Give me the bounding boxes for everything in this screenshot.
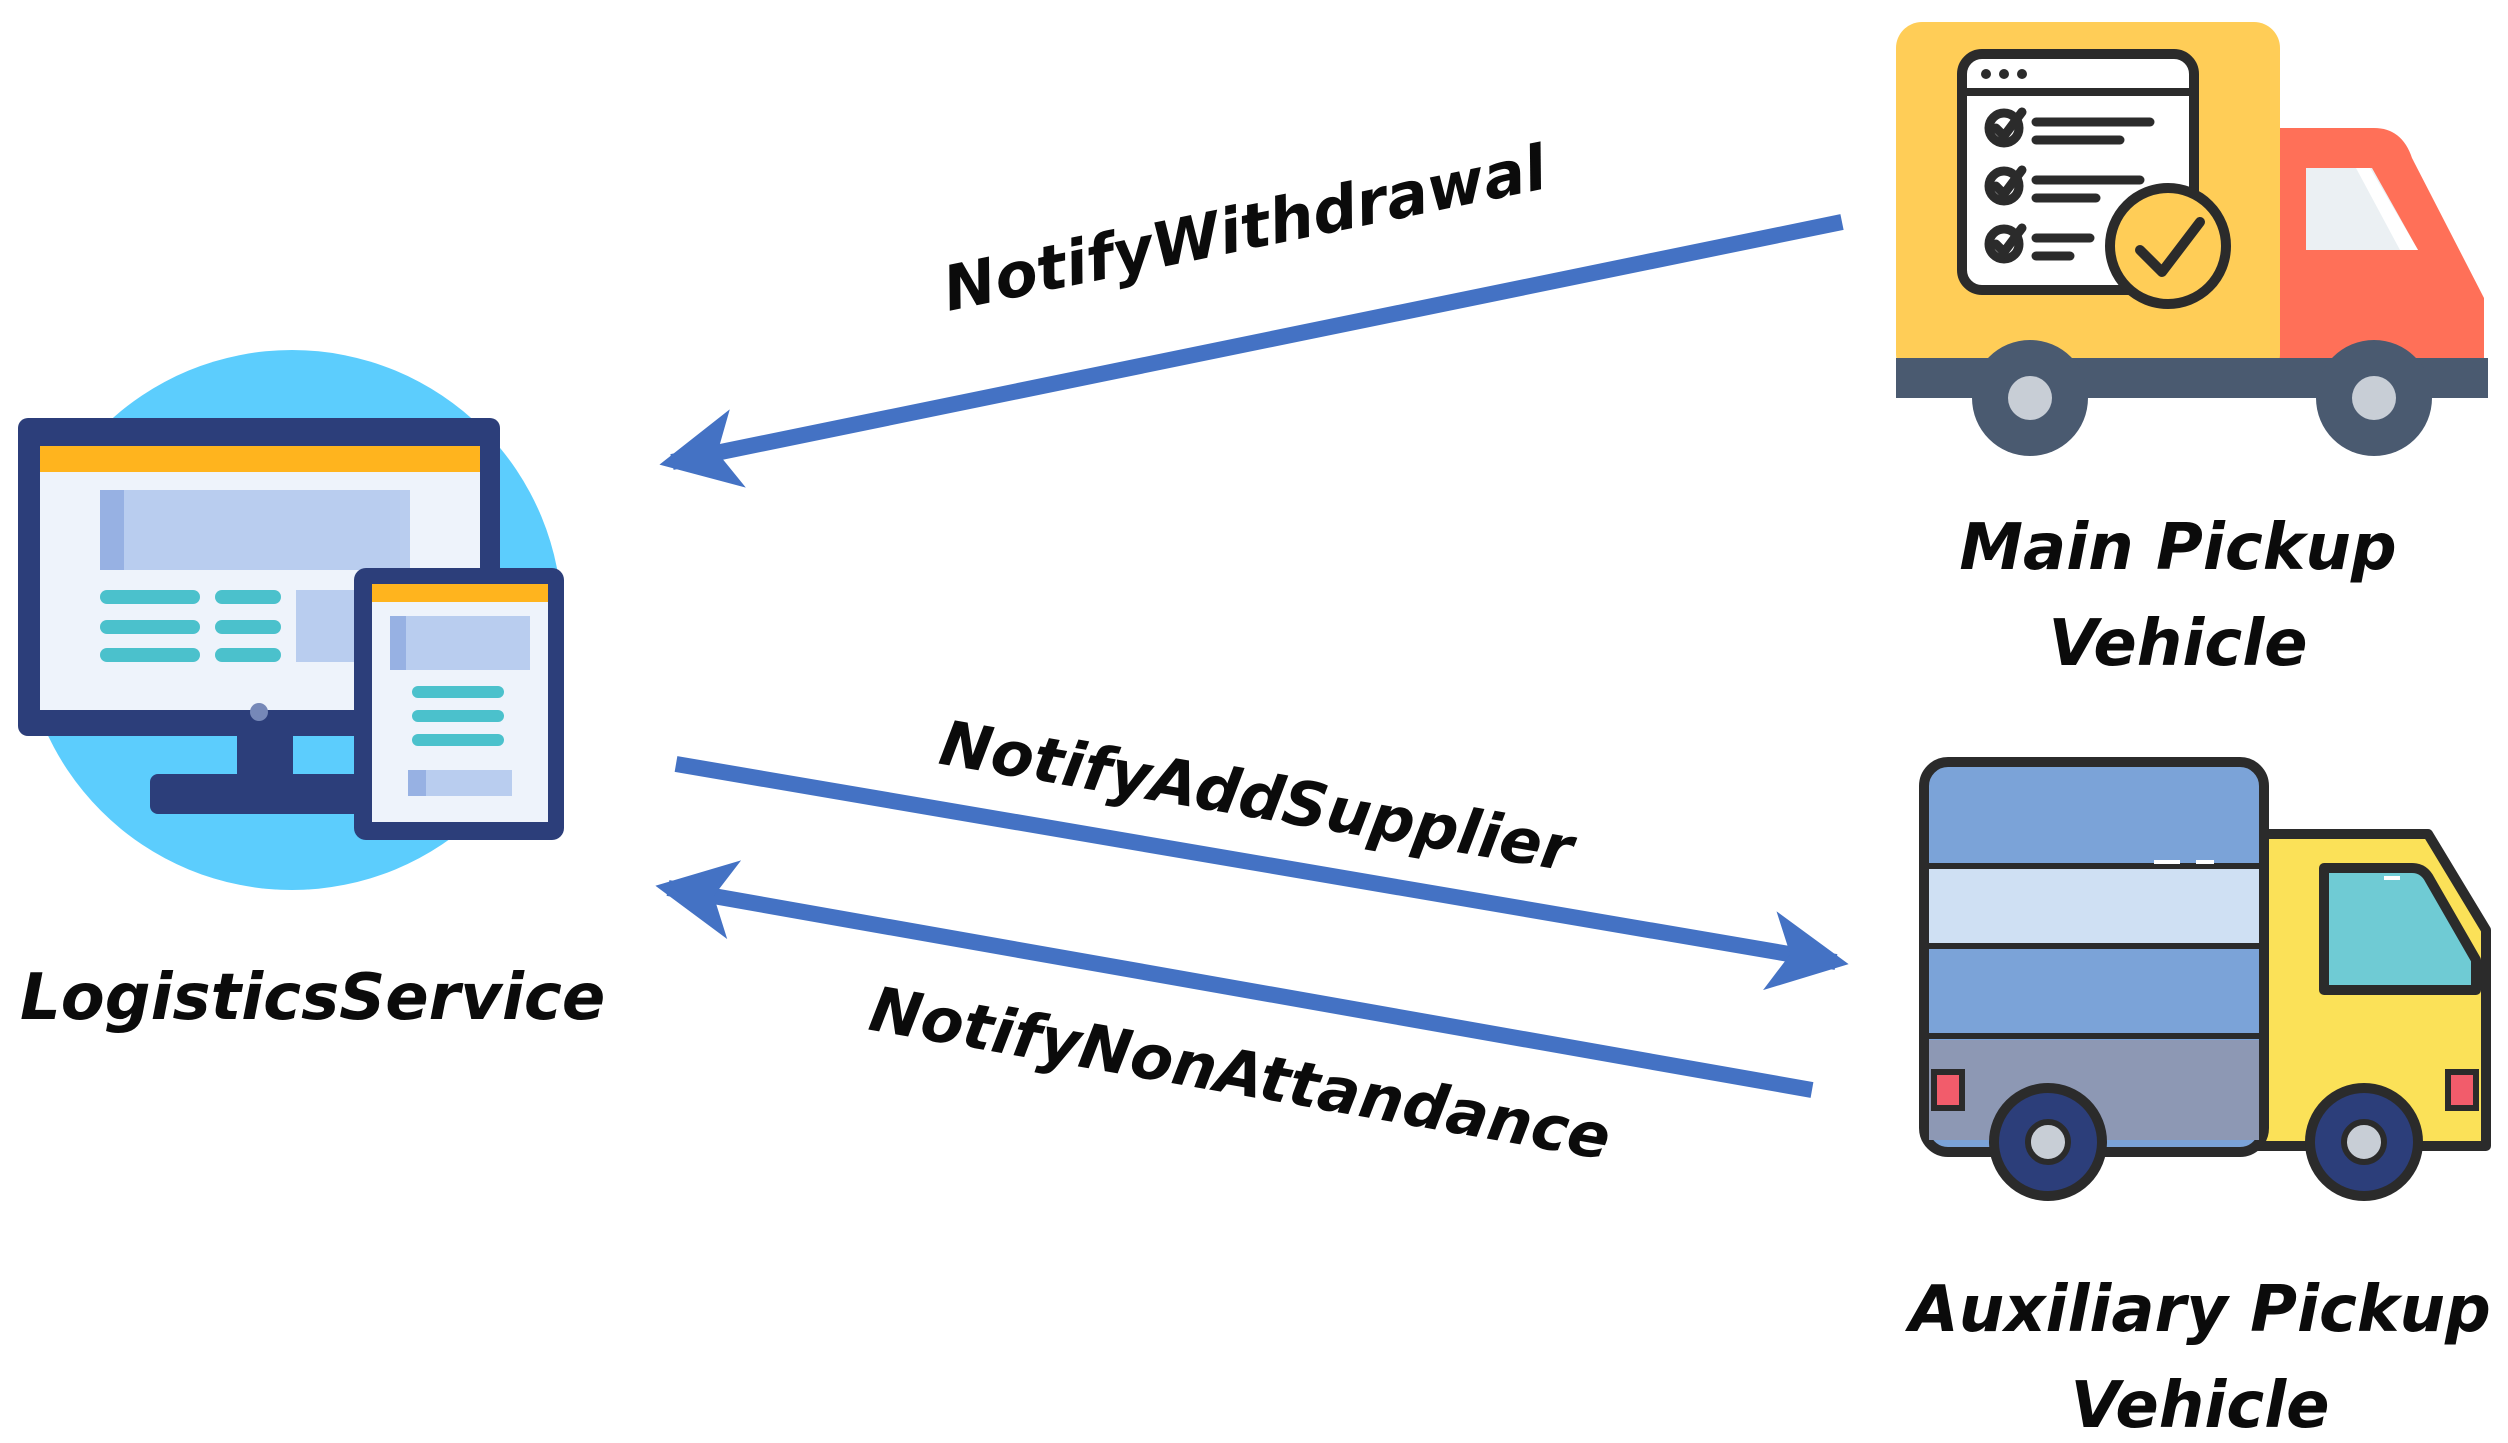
arrow-notify-non-attendance bbox=[655, 860, 1814, 1098]
main-vehicle-label: Main Pickup Vehicle bbox=[1908, 500, 2448, 692]
delivery-truck-icon bbox=[1919, 757, 2491, 1201]
arrow-notify-add-supplier bbox=[674, 756, 1849, 991]
computer-tablet-icon bbox=[18, 350, 564, 890]
logistics-service-label-text: LogisticsService bbox=[20, 961, 606, 1035]
checklist-truck-icon bbox=[1896, 22, 2488, 456]
aux-vehicle-label: Auxiliary Pickup Vehicle bbox=[1870, 1262, 2508, 1443]
aux-vehicle-label-line1: Auxiliary Pickup bbox=[1909, 1273, 2491, 1347]
main-vehicle-label-line1: Main Pickup bbox=[1959, 511, 2397, 585]
main-vehicle-label-line2: Vehicle bbox=[2048, 607, 2308, 681]
arrow-notify-withdrawal bbox=[659, 214, 1844, 488]
logistics-service-label: LogisticsService bbox=[20, 950, 605, 1046]
aux-vehicle-label-line2: Vehicle bbox=[2070, 1369, 2330, 1443]
